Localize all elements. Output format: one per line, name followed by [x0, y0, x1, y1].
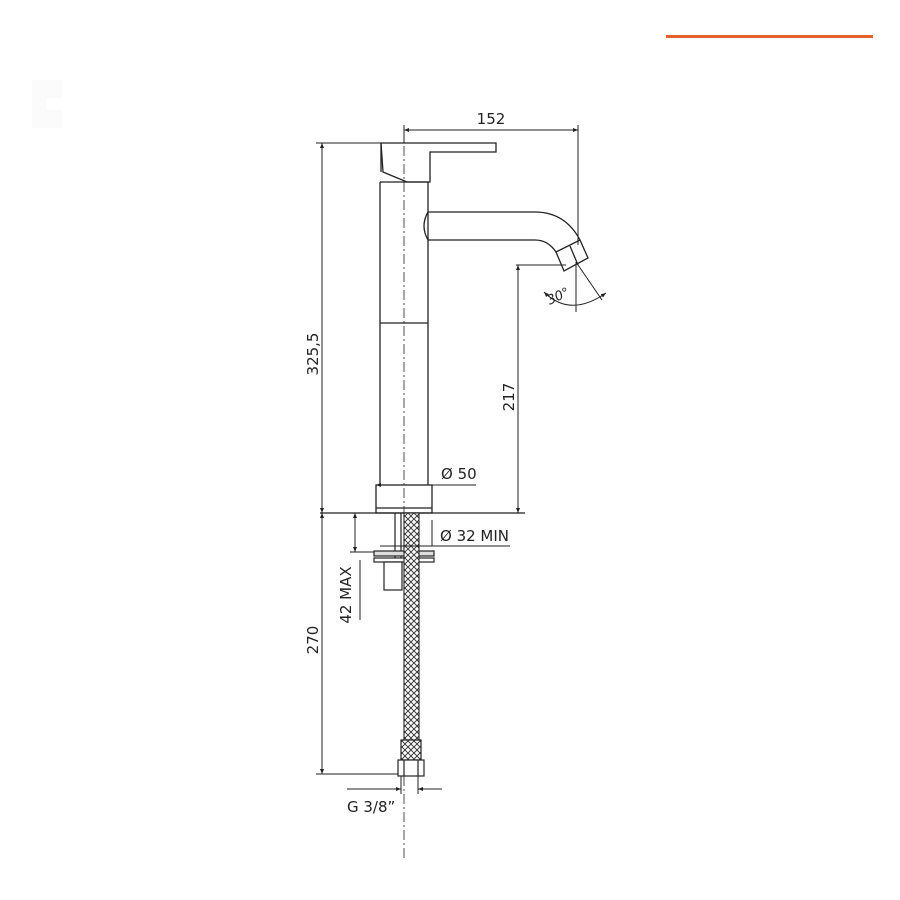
label-hole-diameter: Ø 32 MIN: [440, 527, 509, 545]
watermark-logo: [32, 80, 62, 128]
label-max-deck-thickness: 42 MAX: [337, 566, 355, 623]
label-hose-length: 270: [304, 626, 322, 655]
accent-bar: [666, 35, 873, 38]
spout: [428, 211, 581, 241]
label-total-height: 325,5: [304, 333, 322, 376]
braided-hose: [403, 512, 420, 744]
dimension-labels: 152 325,5 217 Ø 50 Ø 32 MIN 42 MAX 270 G…: [304, 110, 572, 816]
label-outlet-height: 217: [500, 383, 518, 412]
label-connection-thread: G 3/8”: [347, 798, 395, 816]
hose-fitting: [397, 739, 425, 777]
label-spout-reach: 152: [477, 110, 506, 128]
lever-handle: [380, 142, 497, 183]
aerator: [555, 239, 589, 272]
dimension-lines: [316, 125, 607, 794]
label-base-diameter: Ø 50: [441, 465, 477, 483]
